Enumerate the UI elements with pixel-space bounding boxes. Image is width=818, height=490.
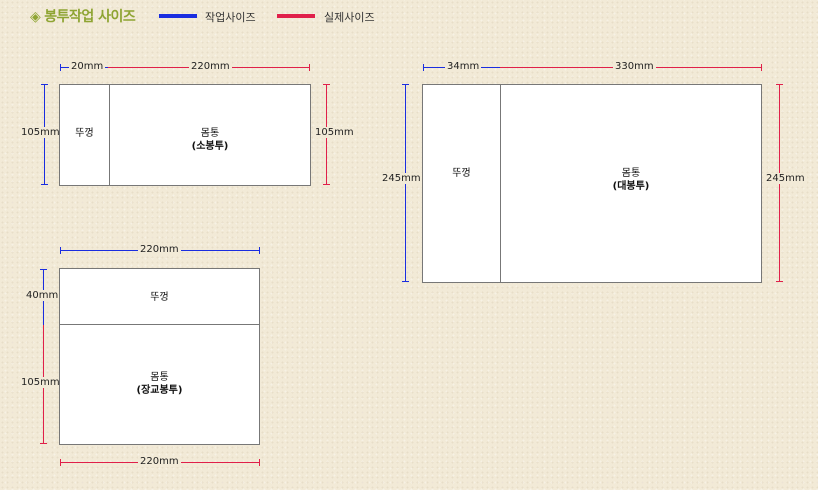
small-left-tick-bottom xyxy=(41,184,48,185)
small-envelope-box xyxy=(59,84,311,186)
title-text: 봉투작업 사이즈 xyxy=(44,9,136,25)
long-bottom-tick-right xyxy=(259,459,260,466)
large-envelope-box xyxy=(422,84,762,283)
large-left-tick-bottom xyxy=(402,281,409,282)
page-title: ◈봉투작업 사이즈 xyxy=(30,6,136,26)
small-body-name: 몸통 xyxy=(200,128,220,139)
small-right-tick-top xyxy=(323,84,330,85)
long-flap-tick-top xyxy=(40,269,47,270)
long-top-tick-right xyxy=(259,247,260,254)
large-body-type: (대봉투) xyxy=(612,181,650,192)
small-body-type: (소봉투) xyxy=(191,141,229,152)
long-top-width-label: 220mm xyxy=(138,244,181,255)
small-flap-label: 뚜껑 xyxy=(75,128,94,139)
long-flap-label: 뚜껑 xyxy=(150,292,169,303)
large-body-name: 몸통 xyxy=(621,168,641,179)
large-body-label: 몸통 (대봉투) xyxy=(501,167,761,193)
large-body-tick-right xyxy=(761,64,762,71)
small-body-tick-right xyxy=(309,64,310,71)
small-flap-divider xyxy=(109,84,110,186)
diamond-bullet-icon: ◈ xyxy=(30,9,41,25)
small-flap-width-label: 20mm xyxy=(69,61,106,72)
legend-actual-swatch xyxy=(277,14,315,18)
long-flap-divider xyxy=(59,324,260,325)
long-body-label: 몸통 (장교봉투) xyxy=(60,371,259,397)
small-flap-tick-left xyxy=(60,64,61,71)
large-flap-tick-left xyxy=(423,64,424,71)
large-right-tick-bottom xyxy=(776,281,783,282)
legend-work-label: 작업사이즈 xyxy=(205,11,256,24)
small-height-left-label: 105mm xyxy=(19,127,62,138)
small-height-right-label: 105mm xyxy=(313,127,356,138)
legend-actual-label: 실제사이즈 xyxy=(324,11,375,24)
large-left-tick-top xyxy=(402,84,409,85)
legend-work-swatch xyxy=(159,14,197,18)
small-body-width-label: 220mm xyxy=(189,61,232,72)
large-height-left-label: 245mm xyxy=(380,173,423,184)
long-top-tick-left xyxy=(60,247,61,254)
long-body-type: (장교봉투) xyxy=(136,385,183,396)
long-body-height-label: 105mm xyxy=(19,377,62,388)
large-flap-label: 뚜껑 xyxy=(452,168,471,179)
long-bottom-tick-left xyxy=(60,459,61,466)
large-height-right-label: 245mm xyxy=(764,173,807,184)
large-body-width-label: 330mm xyxy=(613,61,656,72)
long-flap-height-label: 40mm xyxy=(24,290,61,301)
long-envelope-box xyxy=(59,268,260,445)
long-body-name: 몸통 xyxy=(150,372,169,383)
long-bottom-width-label: 220mm xyxy=(138,456,181,467)
small-body-label: 몸통 (소봉투) xyxy=(110,127,310,153)
small-left-tick-top xyxy=(41,84,48,85)
large-flap-width-label: 34mm xyxy=(445,61,482,72)
long-body-tick-bottom xyxy=(40,443,47,444)
large-flap-divider xyxy=(500,84,501,283)
large-right-tick-top xyxy=(776,84,783,85)
small-right-tick-bottom xyxy=(323,184,330,185)
